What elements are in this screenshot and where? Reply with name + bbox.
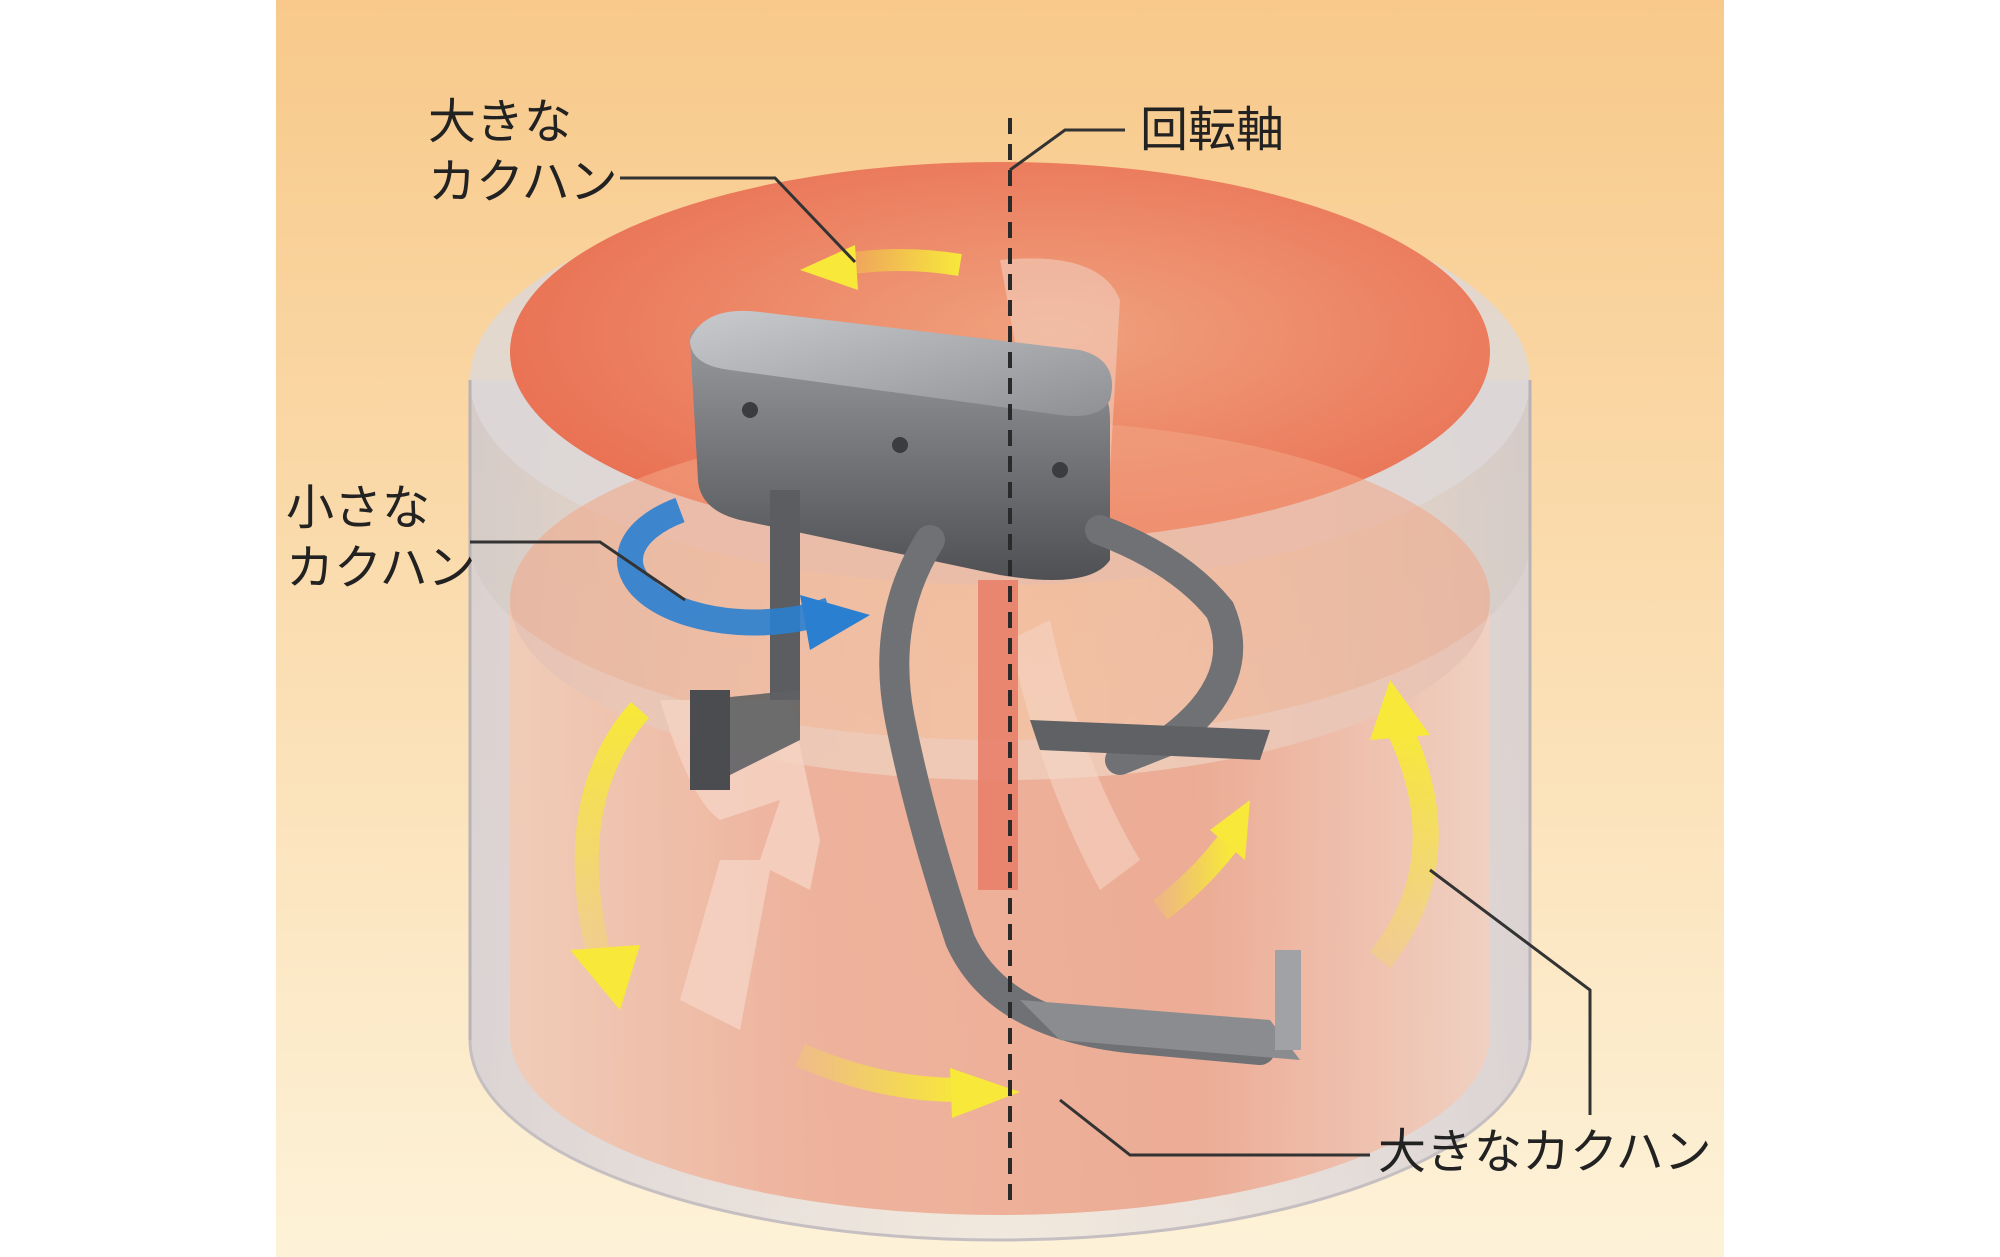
label-large-agitator-bottom-text: 大きなカクハン — [1378, 1124, 1712, 1180]
label-large-agitator-top-line1: 大きな — [428, 94, 573, 150]
large-agitator-blade — [1020, 720, 1301, 1060]
small-agitator — [690, 490, 800, 790]
label-large-agitator-bottom: 大きなカクハン — [1378, 1122, 1712, 1182]
label-small-agitator-line2: カクハン — [286, 540, 476, 596]
label-small-agitator-line1: 小さな — [286, 480, 431, 536]
blue-rotation-arrow-icon — [617, 497, 870, 650]
label-large-agitator-top-line2: カクハン — [428, 154, 618, 210]
yellow-flow-arrow-icon — [570, 245, 1439, 1118]
label-rotation-axis-text: 回転軸 — [1140, 102, 1285, 158]
center-shaft — [978, 580, 1018, 890]
label-rotation-axis: 回転軸 — [1140, 100, 1284, 160]
leader-lines — [470, 128, 1592, 1157]
label-small-agitator: 小さな カクハン — [286, 478, 476, 598]
label-large-agitator-top: 大きな カクハン — [428, 92, 618, 212]
